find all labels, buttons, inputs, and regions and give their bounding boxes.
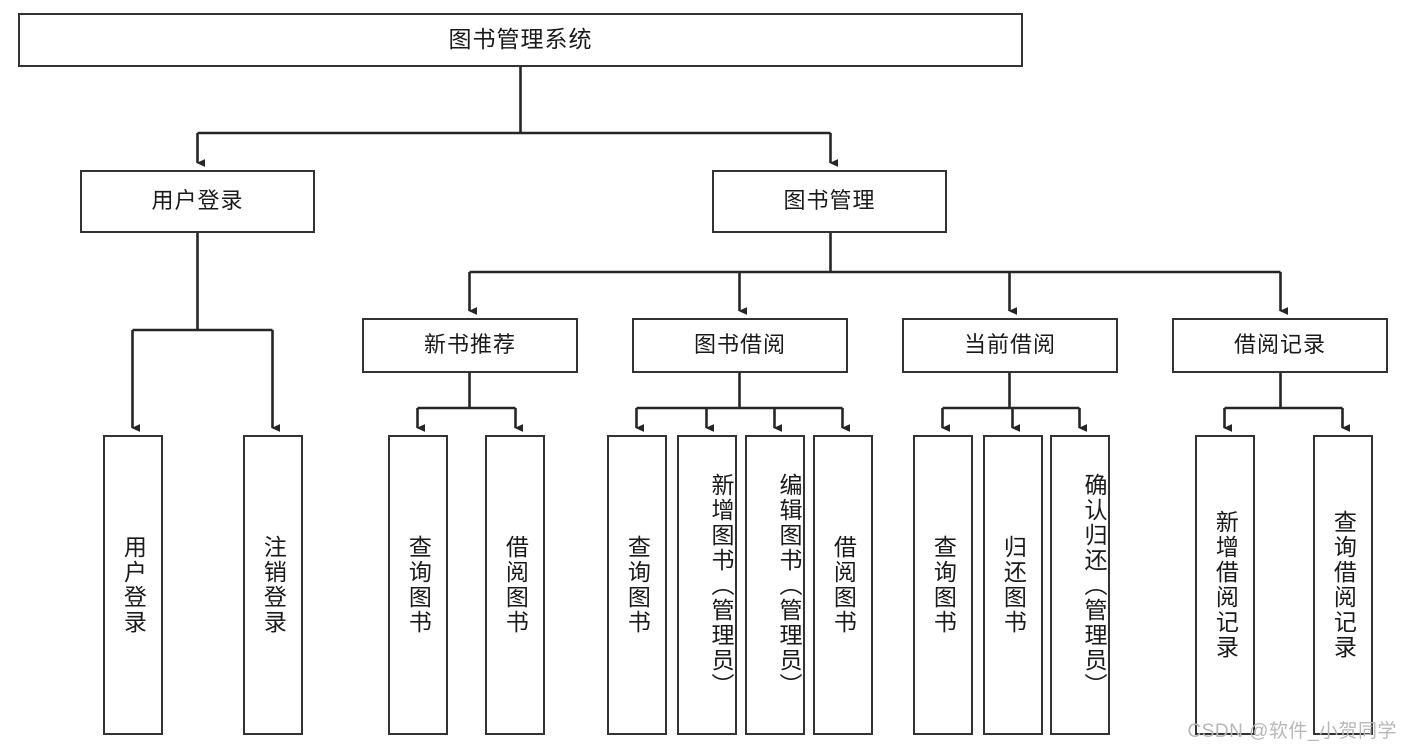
node-leaf-query-book-1-label: 查询图书 bbox=[405, 535, 432, 635]
node-leaf-add-borrow-record-label: 新增借阅记录 bbox=[1212, 510, 1239, 660]
node-leaf-borrow-book-1-label: 借阅图书 bbox=[502, 535, 529, 635]
node-leaf-confirm-return-admin-label: 确认归还（管理员） bbox=[1081, 472, 1107, 698]
node-leaf-user-login[interactable]: 用户登录 bbox=[103, 435, 163, 735]
node-root-label: 图书管理系统 bbox=[448, 26, 593, 53]
node-current-borrow-label: 当前借阅 bbox=[963, 332, 1056, 358]
node-leaf-query-borrow-record-label: 查询借阅记录 bbox=[1330, 510, 1357, 660]
node-leaf-borrow-book-1[interactable]: 借阅图书 bbox=[485, 435, 545, 735]
node-leaf-query-borrow-record[interactable]: 查询借阅记录 bbox=[1313, 435, 1373, 735]
node-user-login-label: 用户登录 bbox=[151, 188, 244, 214]
node-leaf-return-book[interactable]: 归还图书 bbox=[983, 435, 1043, 735]
node-leaf-query-book-1[interactable]: 查询图书 bbox=[388, 435, 448, 735]
node-leaf-query-book-3[interactable]: 查询图书 bbox=[913, 435, 973, 735]
node-book-borrow[interactable]: 图书借阅 bbox=[632, 318, 848, 373]
node-new-book-recommend-label: 新书推荐 bbox=[423, 332, 516, 358]
node-book-manage[interactable]: 图书管理 bbox=[712, 170, 947, 233]
watermark-text: CSDN @软件_小贺同学 bbox=[1187, 721, 1397, 742]
node-borrow-record[interactable]: 借阅记录 bbox=[1172, 318, 1388, 373]
node-leaf-add-book-admin-label: 新增图书（管理员） bbox=[708, 472, 734, 698]
node-leaf-query-book-3-label: 查询图书 bbox=[930, 535, 957, 635]
node-new-book-recommend[interactable]: 新书推荐 bbox=[362, 318, 578, 373]
node-leaf-add-book-admin[interactable]: 新增图书（管理员） bbox=[677, 435, 737, 735]
node-leaf-borrow-book-2[interactable]: 借阅图书 bbox=[813, 435, 873, 735]
node-leaf-confirm-return-admin[interactable]: 确认归还（管理员） bbox=[1050, 435, 1110, 735]
node-leaf-borrow-book-2-label: 借阅图书 bbox=[830, 535, 857, 635]
node-leaf-add-borrow-record[interactable]: 新增借阅记录 bbox=[1195, 435, 1255, 735]
node-book-manage-label: 图书管理 bbox=[783, 188, 876, 214]
node-root[interactable]: 图书管理系统 bbox=[18, 13, 1023, 67]
node-leaf-user-logout-label: 注销登录 bbox=[260, 535, 287, 635]
node-leaf-return-book-label: 归还图书 bbox=[1000, 535, 1027, 635]
node-leaf-query-book-2-label: 查询图书 bbox=[624, 535, 651, 635]
node-leaf-query-book-2[interactable]: 查询图书 bbox=[607, 435, 667, 735]
node-book-borrow-label: 图书借阅 bbox=[693, 332, 786, 358]
node-leaf-user-logout[interactable]: 注销登录 bbox=[243, 435, 303, 735]
node-leaf-edit-book-admin-label: 编辑图书（管理员） bbox=[776, 472, 802, 698]
node-borrow-record-label: 借阅记录 bbox=[1233, 332, 1326, 358]
node-leaf-user-login-label: 用户登录 bbox=[120, 535, 147, 635]
node-user-login[interactable]: 用户登录 bbox=[80, 170, 315, 233]
node-leaf-edit-book-admin[interactable]: 编辑图书（管理员） bbox=[745, 435, 805, 735]
node-current-borrow[interactable]: 当前借阅 bbox=[902, 318, 1118, 373]
